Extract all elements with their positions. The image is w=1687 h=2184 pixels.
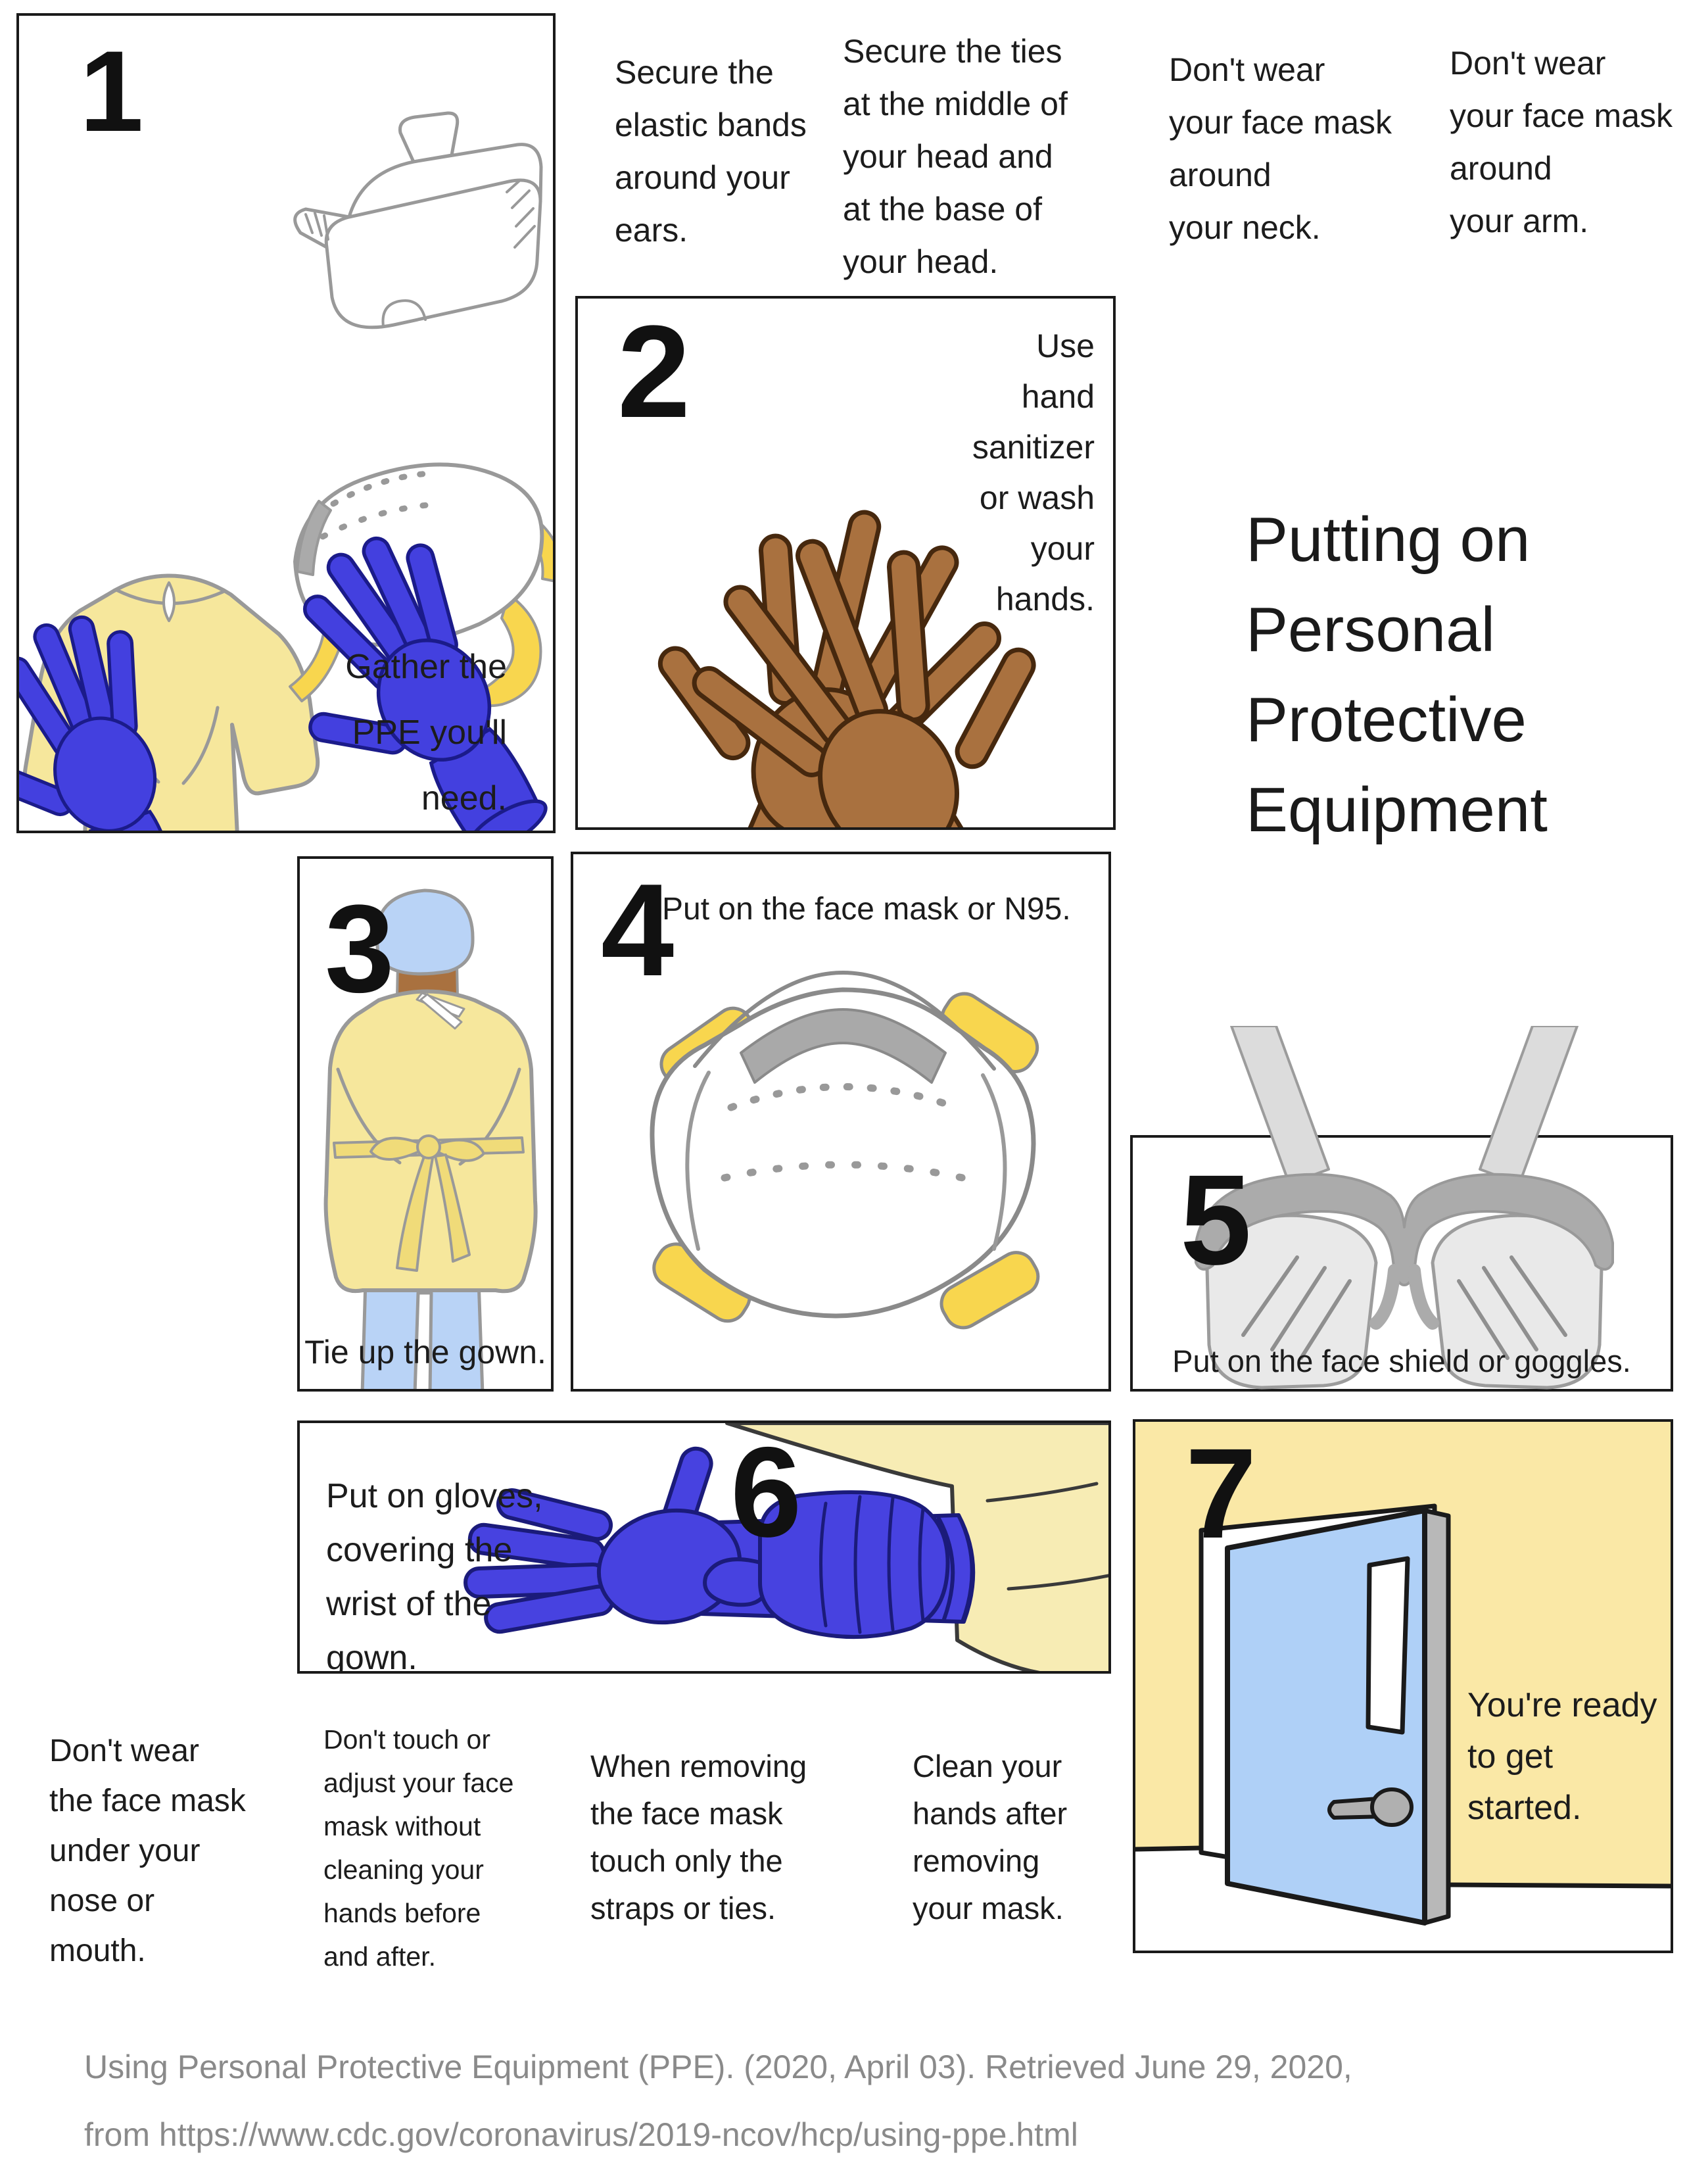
step-4-caption: Put on the face mask or N95. <box>662 892 1071 927</box>
tip-elastic-bands: Secure the elastic bands around your ear… <box>615 54 807 249</box>
step-number: 6 <box>730 1420 802 1564</box>
tip-not-under-nose: Don't wear the face mask under your nose… <box>49 1734 246 1968</box>
panel-step-3: 3 Tie up the gown. <box>297 856 554 1392</box>
panel-step-4: 4 Put on the face mask or N95. <box>571 852 1111 1392</box>
pants-icon <box>360 1278 485 1389</box>
panel-step-6: 6 Put on gloves, covering the wrist of t… <box>297 1420 1111 1674</box>
step-number: 3 <box>325 879 394 1019</box>
door-handle-icon <box>1327 1787 1414 1827</box>
citation: Using Personal Protective Equipment (PPE… <box>84 2049 1352 2153</box>
surgical-cap-icon <box>375 888 475 976</box>
step-2-caption: Use hand sanitizer or wash your hands. <box>972 328 1095 618</box>
tip-dont-touch-mask: Don't touch or adjust your face mask wit… <box>323 1724 514 1972</box>
gown-sleeve-icon <box>725 1423 1108 1671</box>
step-number: 1 <box>80 28 144 156</box>
n95-mask-large-illustration <box>650 971 1040 1330</box>
step-3-caption: Tie up the gown. <box>304 1334 546 1371</box>
goggle-frame-icon <box>1195 1173 1614 1286</box>
step-number: 5 <box>1180 1148 1252 1292</box>
tip-remove-by-straps: When removing the face mask touch only t… <box>590 1749 807 1926</box>
panel-step-2: 2 Use hand sanitizer or wash your hands. <box>575 296 1116 830</box>
step-6-caption: Put on gloves, covering the wrist of the… <box>326 1477 543 1674</box>
tip-secure-ties: Secure the ties at the middle of your he… <box>843 33 1068 280</box>
door-window-icon <box>1366 1556 1410 1735</box>
tip-clean-hands-after: Clean your hands after removing your mas… <box>913 1749 1068 1926</box>
step-number: 4 <box>601 857 675 1004</box>
goggle-strap-icon <box>1230 1026 1330 1185</box>
open-door-illustration <box>1135 1503 1671 1951</box>
tip-not-around-arm: Don't wear your face mask around your ar… <box>1450 45 1673 239</box>
nose-piece-icon <box>740 1008 947 1084</box>
poster-title: Putting on Personal Protective Equipment <box>1246 504 1548 845</box>
step-number: 7 <box>1185 1422 1257 1565</box>
door-edge-icon <box>1422 1508 1451 1926</box>
tip-not-around-neck: Don't wear your face mask around your ne… <box>1169 51 1392 246</box>
gown-tied-illustration <box>323 888 538 1389</box>
panel-step-7: 7 You're ready to get started. <box>1133 1419 1673 1953</box>
goggles-icon <box>293 111 543 329</box>
panel-step-1: 1 Gather the PPE you'll need. <box>16 13 556 833</box>
panel-step-5: 5 Put on the face shield or goggles. <box>1130 1026 1673 1392</box>
gloves-donning-illustration <box>463 1423 1108 1671</box>
step-number: 2 <box>617 299 691 445</box>
goggles-large-illustration <box>1195 1026 1614 1390</box>
gripping-hand-icon <box>703 1490 950 1639</box>
goggle-strap-icon <box>1479 1026 1579 1185</box>
step-1-caption: Gather the PPE you'll need. <box>345 648 507 817</box>
ppe-items-illustration <box>19 111 553 831</box>
waist-tie-bow-icon <box>333 1134 525 1272</box>
step-7-caption: You're ready to get started. <box>1467 1686 1657 1827</box>
step-5-caption: Put on the face shield or goggles. <box>1172 1344 1631 1378</box>
